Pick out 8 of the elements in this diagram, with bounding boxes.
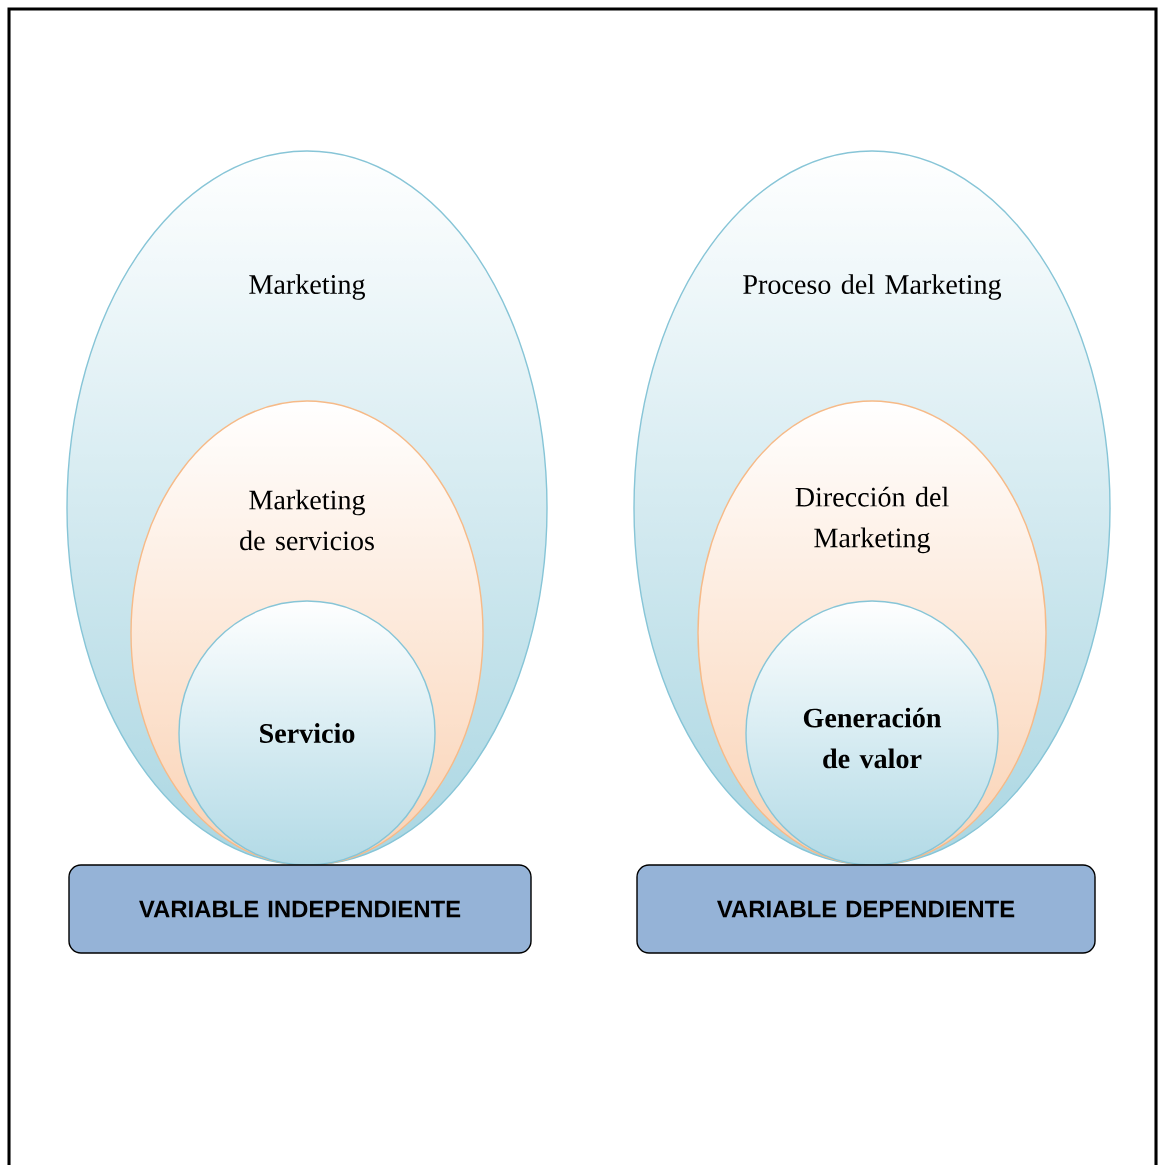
ellipse-label: Proceso del Marketing [743,274,1002,300]
ellipse-label: Servicio [260,723,355,743]
ellipse-label: Generación de valor [803,707,942,769]
ellipse-label: Dirección del Marketing [795,486,949,554]
label-box: VARIABLE DEPENDIENTE [636,864,1096,954]
ellipse-label: Marketing [249,274,366,300]
label-box: VARIABLE INDEPENDIENTE [68,864,532,954]
ellipse-label: Marketing de servicios [240,489,374,551]
